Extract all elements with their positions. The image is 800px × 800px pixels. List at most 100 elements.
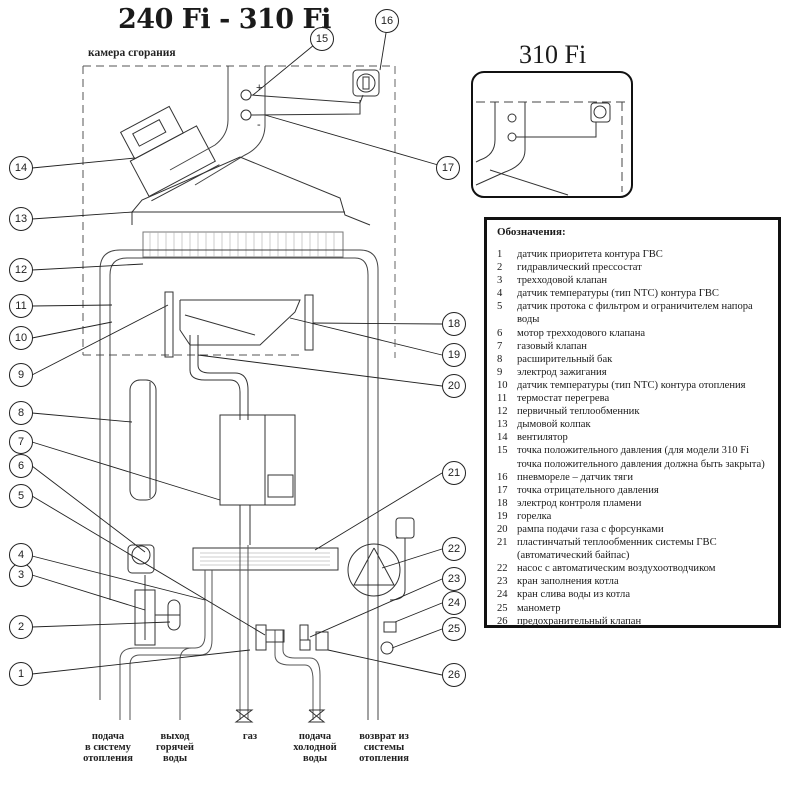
callout-5: 5	[9, 484, 33, 508]
legend-item-text: кран слива воды из котла	[517, 589, 631, 601]
legend-item: 22 насос с автоматическим воздухоотводчик…	[497, 562, 770, 575]
flue-hood	[131, 156, 371, 226]
legend-item-number: 22	[497, 563, 508, 575]
label-heating-supply: подача в систему отопления	[83, 731, 133, 764]
pump	[347, 517, 415, 601]
pressure-ports	[240, 89, 364, 121]
legend-item: 11 термостат перегрева	[497, 392, 770, 405]
callout-11: 11	[9, 294, 33, 318]
legend-title: Обозначения:	[497, 226, 566, 238]
legend-item-text: термостат перегрева	[517, 393, 610, 405]
legend-item-number: 8	[497, 353, 503, 365]
legend-item-text: манометр	[517, 602, 561, 614]
water-pipes	[99, 249, 379, 720]
legend-item: 1 датчик приоритета контура ГВС	[497, 248, 770, 261]
callout-15: 15	[310, 27, 334, 51]
gas-valve	[219, 414, 296, 545]
legend-item-text: датчик температуры (тип NTC) контура ото…	[517, 379, 746, 391]
legend-item-number: 23	[497, 576, 508, 588]
legend-item-number: 17	[497, 484, 508, 496]
legend-item-text: газовый клапан	[517, 340, 587, 352]
legend-item-number: 16	[497, 471, 508, 483]
plate-heat-exchanger	[192, 547, 339, 571]
callout-16: 16	[375, 9, 399, 33]
legend-item-text: электрод зажигания	[517, 366, 607, 378]
shutoff-valves	[234, 709, 326, 723]
callout-8: 8	[9, 401, 33, 425]
legend-item-text: предохранительный клапан	[517, 615, 642, 627]
legend-item-number: 25	[497, 602, 508, 614]
legend-item-text: расширительный бак	[517, 353, 613, 365]
callout-2: 2	[9, 615, 33, 639]
small-components	[255, 621, 397, 655]
callout-17: 17	[436, 156, 460, 180]
legend-item: 13 дымовой колпак	[497, 418, 770, 431]
callout-22: 22	[442, 537, 466, 561]
callout-19: 19	[442, 343, 466, 367]
inset-title: 310 Fi	[519, 40, 587, 69]
legend-item-text: датчик приоритета контура ГВС	[517, 249, 663, 260]
three-way-valve-motor	[127, 544, 155, 574]
callout-26: 26	[442, 663, 466, 687]
lower-pipes	[119, 545, 321, 720]
callout-20: 20	[442, 374, 466, 398]
legend-item-text: рампа подачи газа с форсунками	[517, 523, 664, 535]
legend-item-number: 3	[497, 275, 503, 287]
callout-24: 24	[442, 591, 466, 615]
callout-23: 23	[442, 567, 466, 591]
legend-item-text: дымовой колпак	[517, 419, 591, 431]
legend-item-number: 10	[497, 379, 508, 391]
legend-item-text: горелка	[517, 510, 552, 522]
callout-6: 6	[9, 454, 33, 478]
callout-21: 21	[442, 461, 466, 485]
legend-item-text: электрод контроля пламени	[517, 497, 642, 509]
legend-item-number: 14	[497, 432, 508, 444]
legend-item: 10 датчик температуры (тип NTC) контура о…	[497, 379, 770, 392]
legend-item-text: точка положительного давления (для модел…	[517, 445, 765, 470]
legend-item-number: 19	[497, 510, 508, 522]
legend-item-number: 2	[497, 262, 503, 274]
legend-list: 1 датчик приоритета контура ГВС 2 гидравлич…	[497, 248, 770, 628]
callout-7: 7	[9, 430, 33, 454]
callout-25: 25	[442, 617, 466, 641]
legend-item: 15 точка положительного давления (для мод…	[497, 444, 770, 470]
legend-item-number: 9	[497, 366, 503, 378]
legend-item-text: датчик протока с фильтром и ограничителе…	[517, 301, 753, 326]
legend-item-number: 26	[497, 615, 508, 627]
legend-item-number: 1	[497, 249, 503, 260]
legend-item-text: пневмореле – датчик тяги	[517, 471, 634, 483]
air-pressure-switch	[352, 69, 380, 97]
callout-3: 3	[9, 563, 33, 587]
legend-item-text: насос с автоматическим воздухоотводчиком	[517, 563, 716, 575]
legend-item-number: 11	[497, 393, 508, 405]
gas-rail	[189, 335, 249, 420]
legend-item-number: 15	[497, 445, 508, 457]
legend-item-number: 13	[497, 419, 508, 431]
plus-mark: +	[256, 82, 262, 94]
three-way-valve	[134, 575, 181, 646]
legend-item: 19 горелка	[497, 510, 770, 523]
callout-18: 18	[442, 312, 466, 336]
legend-item-text: гидравлический прессостат	[517, 262, 642, 274]
label-heating-return: возврат из системы отопления	[359, 731, 409, 764]
legend-item-number: 4	[497, 288, 503, 300]
legend-item: 2 гидравлический прессостат	[497, 261, 770, 274]
legend-item-text: пластинчатый теплообменник системы ГВС (…	[517, 537, 717, 562]
callout-4: 4	[9, 543, 33, 567]
legend-item: 26 предохранительный клапан	[497, 615, 770, 628]
legend-box: Обозначения: 1 датчик приоритета контура …	[484, 217, 781, 628]
callout-13: 13	[9, 207, 33, 231]
callout-10: 10	[9, 326, 33, 350]
